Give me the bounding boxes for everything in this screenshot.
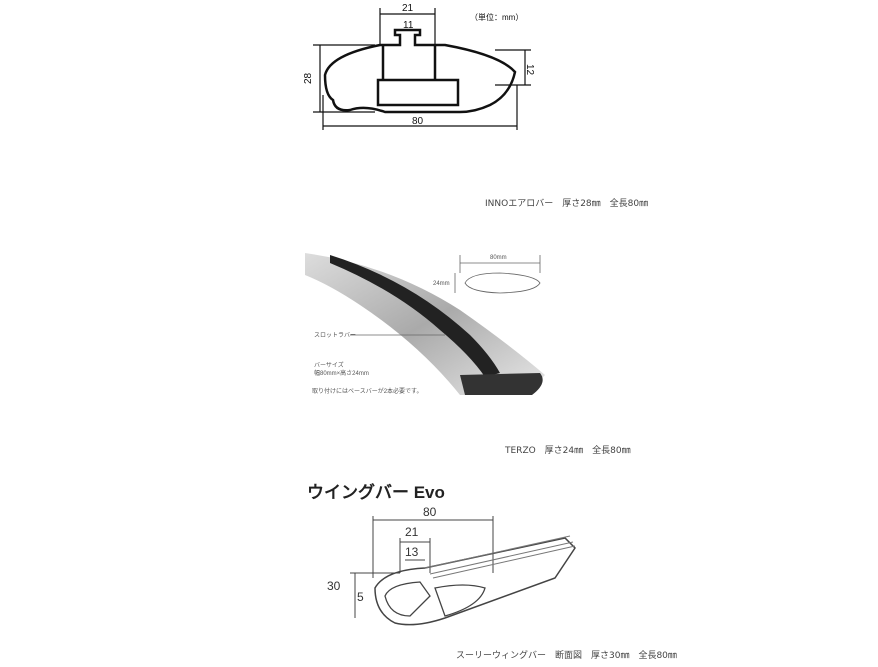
inno-caption: INNOエアロバー 厚さ28㎜ 全長80㎜ bbox=[485, 199, 649, 209]
terzo-bar-image: 80mm 24mm スロットラバー バーサイズ 幅80mm×高さ24mm 取り付… bbox=[300, 245, 550, 405]
slot-rubber-label: スロットラバー bbox=[314, 332, 356, 339]
bar-size-value: 幅80mm×高さ24mm bbox=[314, 369, 369, 377]
total-width-label: 80 bbox=[412, 116, 424, 127]
top-width-label: 21 bbox=[405, 525, 419, 539]
slot-width-label: 11 bbox=[403, 20, 414, 31]
slot-depth-label: 5 bbox=[357, 590, 364, 604]
terzo-caption: TERZO 厚さ24㎜ 全長80㎜ bbox=[505, 446, 631, 456]
top-width-label: 21 bbox=[402, 3, 414, 14]
bar-size-title: バーサイズ bbox=[314, 361, 344, 369]
slot-width-label: 13 bbox=[405, 545, 419, 559]
height-label: 24mm bbox=[433, 281, 450, 287]
height-label: 30 bbox=[327, 579, 341, 593]
height-label: 28 bbox=[303, 72, 314, 84]
wingbar-title: ウイングバー Evo bbox=[307, 482, 445, 502]
unit-label: （単位：mm） bbox=[470, 12, 523, 22]
note-label: 取り付けにはベースバーが2本必要です。 bbox=[312, 387, 422, 395]
right-height-label: 12 bbox=[524, 64, 535, 76]
width-label: 80mm bbox=[490, 255, 507, 261]
inno-aero-bar-diagram: （単位：mm） 21 11 28 12 80 bbox=[295, 0, 545, 135]
width-label: 80 bbox=[423, 505, 437, 519]
wingbar-caption: スーリーウィングバー 断面図 厚さ30㎜ 全長80㎜ bbox=[456, 651, 677, 661]
wingbar-evo-diagram: ウイングバー Evo 80 21 13 30 5 bbox=[305, 478, 580, 648]
